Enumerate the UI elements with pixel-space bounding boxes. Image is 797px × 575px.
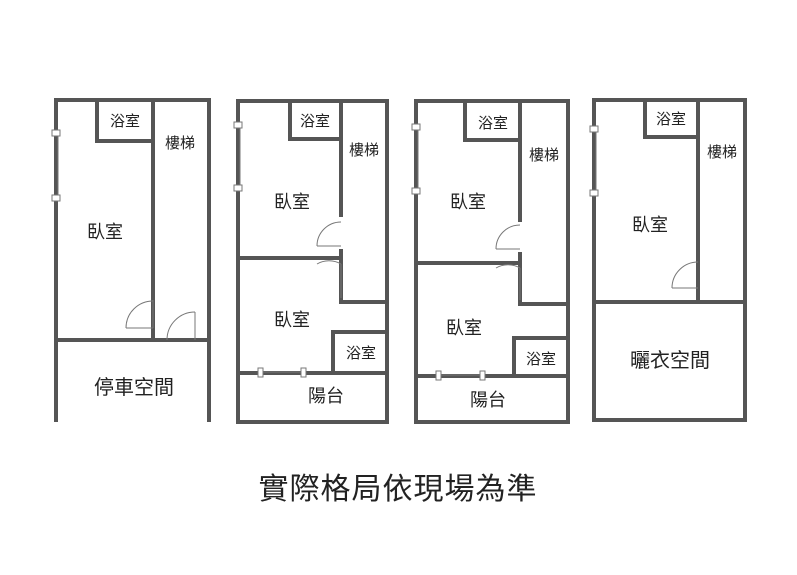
plan-1-doors	[125, 300, 196, 341]
plan-4-stairs-label: 樓梯	[707, 143, 737, 161]
plan-1-stairs-label: 樓梯	[165, 134, 195, 152]
plan-1-bath-label: 浴室	[110, 112, 140, 130]
plan-4-bedroom-label: 臥室	[632, 215, 668, 236]
plan-3-window	[411, 123, 421, 195]
plan-2-doors	[257, 221, 342, 378]
plan-1-window	[51, 129, 61, 202]
floor-plan-1: 浴室 樓梯 臥室 停車空間	[51, 98, 211, 422]
plan-4-door	[671, 261, 699, 289]
plan-4-window	[589, 125, 599, 197]
layout-disclaimer-caption: 實際格局依現場為準	[259, 472, 538, 507]
plan-4-walls	[592, 98, 747, 422]
floor-plan-4: 浴室 樓梯 臥室 曬衣空間	[589, 98, 747, 422]
plan-2-bedroom-top-label: 臥室	[274, 192, 310, 213]
plan-2-bath-top-label: 浴室	[300, 112, 330, 130]
floor-plan-3: 浴室 樓梯 臥室 臥室 浴室 陽台	[411, 99, 570, 424]
plan-2-balcony-label: 陽台	[308, 386, 344, 407]
plan-1-parking-label: 停車空間	[94, 375, 174, 399]
plan-2-bath-bottom-label: 浴室	[346, 344, 376, 362]
plan-2-window	[233, 121, 243, 192]
plan-4-bath-label: 浴室	[656, 110, 686, 128]
floor-plan-2: 浴室 樓梯 臥室 臥室 浴室 陽台	[233, 99, 389, 424]
plan-3-stairs-label: 樓梯	[529, 146, 559, 164]
plan-4-drying-area-label: 曬衣空間	[630, 348, 710, 372]
plan-1-bedroom-label: 臥室	[87, 222, 123, 243]
plan-2-stairs-label: 樓梯	[349, 141, 379, 159]
plan-3-bedroom-bottom-label: 臥室	[446, 318, 482, 339]
plan-3-balcony-label: 陽台	[470, 390, 506, 411]
plan-3-bath-top-label: 浴室	[478, 114, 508, 132]
plan-3-doors	[435, 224, 521, 381]
plan-3-bath-bottom-label: 浴室	[526, 350, 556, 368]
plan-2-bedroom-bottom-label: 臥室	[274, 310, 310, 331]
plan-1-walls	[54, 98, 211, 422]
plan-3-bedroom-top-label: 臥室	[450, 192, 486, 213]
